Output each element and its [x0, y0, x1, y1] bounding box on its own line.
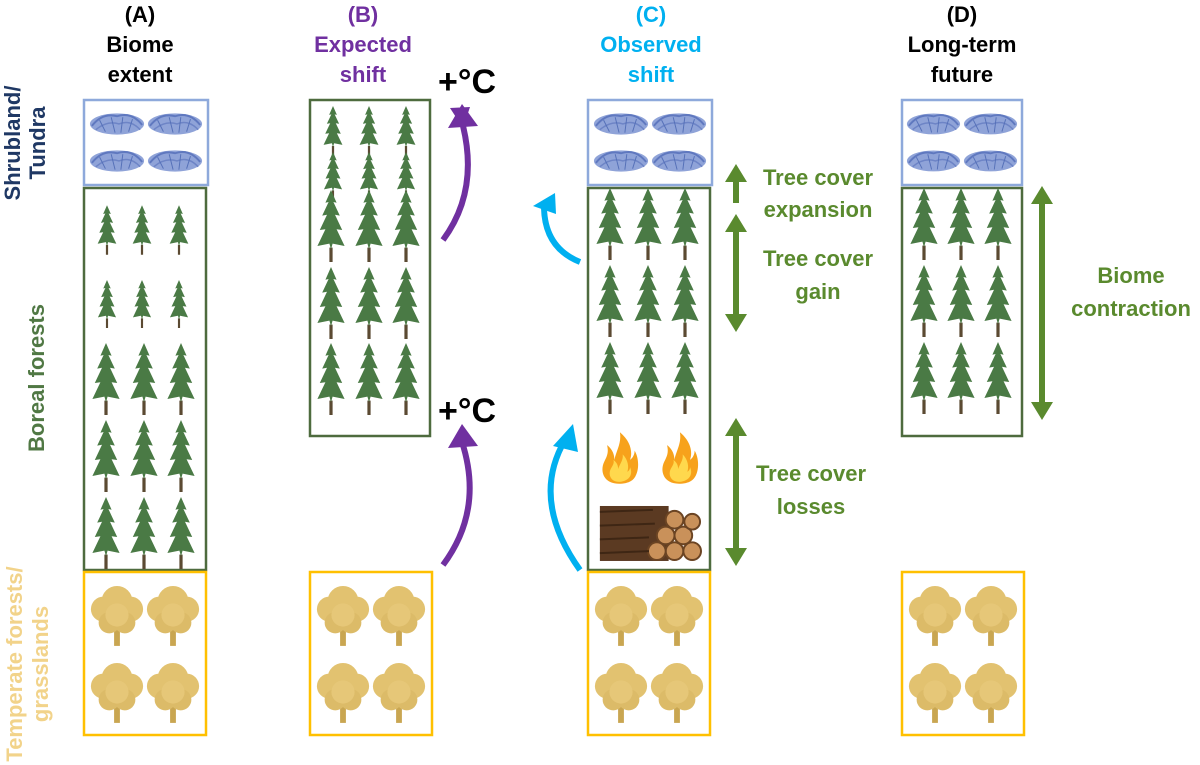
temperate-label-line1: Temperate forests/ — [2, 566, 27, 761]
column-d-boreal-box — [900, 186, 1024, 438]
column-c-tundra-box — [586, 98, 714, 187]
column-c-letter: (C) — [636, 2, 667, 27]
temperate-label: Temperate forests/ grasslands — [2, 566, 53, 761]
column-a-temperate-box — [82, 570, 208, 737]
column-b-letter: (B) — [348, 2, 379, 27]
expected-shift-arrow-top — [440, 104, 478, 242]
tundra-label-line1: Shrubland/ — [0, 86, 25, 201]
column-b-temperate-box — [308, 570, 434, 737]
column-c-title-line1: Observed — [600, 32, 702, 57]
contraction-arrow — [1031, 186, 1053, 420]
tundra-label: Shrubland/ Tundra — [0, 86, 50, 201]
warming-label-top: +°C — [438, 63, 496, 101]
expansion-label-line2: expansion — [764, 197, 873, 222]
gain-arrow — [725, 214, 747, 332]
column-c-title-line2: shift — [628, 62, 675, 87]
column-c-boreal-box — [586, 186, 712, 572]
contraction-label-line1: Biome — [1097, 263, 1164, 288]
column-b-boreal-box — [308, 98, 432, 438]
boreal-label: Boreal forests — [24, 304, 49, 452]
gain-label-line1: Tree cover — [763, 246, 874, 271]
column-d-temperate-box — [900, 570, 1026, 737]
column-d-header: (D) Long-term future — [908, 2, 1017, 87]
column-d-letter: (D) — [947, 2, 978, 27]
column-a-letter: (A) — [125, 2, 156, 27]
tree-cover-annotations: Tree cover expansion Tree cover gain Tre… — [725, 164, 873, 566]
column-a-header: (A) Biome extent — [106, 2, 173, 87]
losses-arrow — [725, 418, 747, 566]
column-b-header: (B) Expected shift — [314, 2, 412, 87]
boreal-label-text: Boreal forests — [24, 304, 49, 452]
tundra-label-line2: Tundra — [25, 106, 50, 180]
column-b-title-line1: Expected — [314, 32, 412, 57]
column-d-tundra-box — [900, 98, 1024, 187]
column-a-biome-extent — [82, 98, 210, 737]
column-d-title-line1: Long-term — [908, 32, 1017, 57]
column-b-expected-shift: +°C +°C — [308, 63, 496, 737]
warming-label-bottom: +°C — [438, 392, 496, 430]
losses-label-line2: losses — [777, 494, 846, 519]
column-c-header: (C) Observed shift — [600, 2, 702, 87]
contraction-label-line2: contraction — [1071, 296, 1191, 321]
expansion-label-line1: Tree cover — [763, 165, 874, 190]
column-d-title-line2: future — [931, 62, 993, 87]
expansion-arrow — [725, 164, 747, 203]
observed-shift-arrow-bottom — [547, 424, 583, 572]
gain-label-line2: gain — [795, 279, 840, 304]
column-a-boreal-box — [82, 186, 208, 572]
column-a-title-line2: extent — [108, 62, 173, 87]
expected-shift-arrow-bottom — [440, 424, 478, 567]
column-b-title-line2: shift — [340, 62, 387, 87]
observed-shift-arrow-top — [533, 193, 582, 265]
column-a-tundra-box — [82, 98, 210, 187]
column-c-temperate-box — [586, 570, 712, 737]
column-a-title-line1: Biome — [106, 32, 173, 57]
losses-label-line1: Tree cover — [756, 461, 867, 486]
temperate-label-line2: grasslands — [28, 606, 53, 722]
column-d-long-term-future: Biome contraction — [900, 98, 1191, 737]
column-c-observed-shift — [533, 98, 714, 737]
